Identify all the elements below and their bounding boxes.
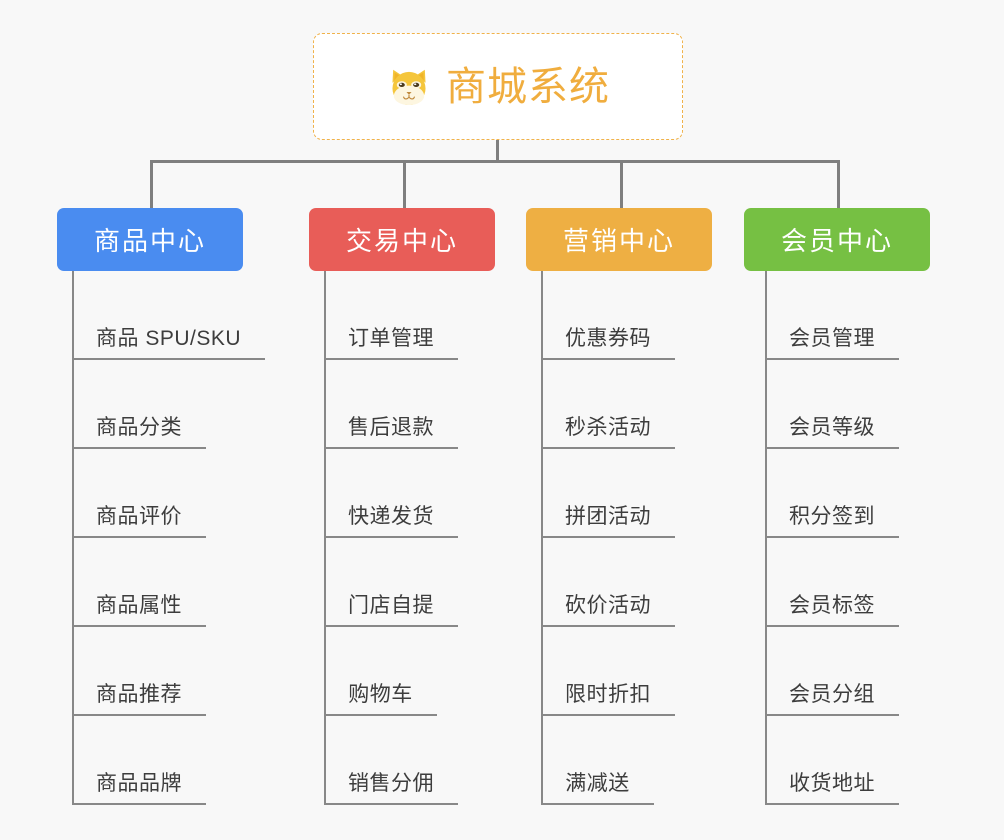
leaf-item[interactable]: 会员分组 — [765, 627, 899, 716]
leaf-label: 收货地址 — [789, 772, 875, 795]
branch-column-1: 商品中心 商品 SPU/SKU 商品分类 商品评价 商品属性 商品推荐 商品品牌 — [57, 208, 265, 805]
leaf-label: 商品 SPU/SKU — [95, 327, 242, 350]
leaf-item[interactable]: 商品推荐 — [72, 627, 206, 716]
leaf-label: 会员等级 — [789, 416, 875, 439]
leaf-item[interactable]: 快递发货 — [324, 449, 458, 538]
leaf-item[interactable]: 订单管理 — [324, 271, 458, 360]
leaf-item[interactable]: 商品分类 — [72, 360, 206, 449]
leaf-label: 商品分类 — [96, 416, 182, 439]
leaf-list-3: 优惠券码 秒杀活动 拼团活动 砍价活动 限时折扣 满减送 — [526, 271, 712, 805]
leaf-item[interactable]: 拼团活动 — [541, 449, 675, 538]
connector-drop-4 — [837, 160, 840, 208]
leaf-label: 拼团活动 — [565, 505, 651, 528]
leaf-list-1: 商品 SPU/SKU 商品分类 商品评价 商品属性 商品推荐 商品品牌 — [57, 271, 265, 805]
leaf-item[interactable]: 会员管理 — [765, 271, 899, 360]
leaf-item[interactable]: 优惠券码 — [541, 271, 675, 360]
leaf-item[interactable]: 商品品牌 — [72, 716, 206, 805]
branch-column-3: 营销中心 优惠券码 秒杀活动 拼团活动 砍价活动 限时折扣 满减送 — [526, 208, 712, 805]
branch-label-4: 会员中心 — [780, 226, 893, 256]
leaf-item[interactable]: 商品评价 — [72, 449, 206, 538]
connector-drop-1 — [150, 160, 153, 208]
branch-column-2: 交易中心 订单管理 售后退款 快递发货 门店自提 购物车 销售分佣 — [309, 208, 495, 805]
leaf-item[interactable]: 会员标签 — [765, 538, 899, 627]
leaf-label: 销售分佣 — [348, 772, 434, 795]
leaf-label: 门店自提 — [348, 594, 434, 617]
leaf-spine-2 — [324, 271, 326, 805]
leaf-item[interactable]: 商品属性 — [72, 538, 206, 627]
leaf-label: 商品属性 — [96, 594, 182, 617]
branch-box-1[interactable]: 商品中心 — [57, 208, 243, 271]
leaf-label: 商品评价 — [96, 505, 182, 528]
leaf-item[interactable]: 门店自提 — [324, 538, 458, 627]
root-title: 商城系统 — [446, 64, 610, 109]
leaf-item[interactable]: 砍价活动 — [541, 538, 675, 627]
branch-label-3: 营销中心 — [562, 226, 675, 256]
leaf-label: 购物车 — [348, 683, 413, 706]
connector-drop-3 — [620, 160, 623, 208]
leaf-item[interactable]: 商品 SPU/SKU — [72, 271, 265, 360]
root-node[interactable]: 商城系统 — [313, 33, 683, 140]
leaf-label: 会员分组 — [789, 683, 875, 706]
leaf-label: 商品推荐 — [96, 683, 182, 706]
branch-box-2[interactable]: 交易中心 — [309, 208, 495, 271]
leaf-label: 商品品牌 — [96, 772, 182, 795]
leaf-item[interactable]: 购物车 — [324, 627, 437, 716]
leaf-item[interactable]: 满减送 — [541, 716, 654, 805]
leaf-item[interactable]: 售后退款 — [324, 360, 458, 449]
branch-column-4: 会员中心 会员管理 会员等级 积分签到 会员标签 会员分组 收货地址 — [744, 208, 930, 805]
leaf-item[interactable]: 销售分佣 — [324, 716, 458, 805]
leaf-label: 会员标签 — [789, 594, 875, 617]
leaf-item[interactable]: 秒杀活动 — [541, 360, 675, 449]
leaf-label: 秒杀活动 — [565, 416, 651, 439]
leaf-list-2: 订单管理 售后退款 快递发货 门店自提 购物车 销售分佣 — [309, 271, 495, 805]
leaf-label: 限时折扣 — [565, 683, 651, 706]
connector-drop-2 — [403, 160, 406, 208]
branch-box-3[interactable]: 营销中心 — [526, 208, 712, 271]
leaf-label: 优惠券码 — [565, 327, 651, 350]
leaf-label: 会员管理 — [789, 327, 875, 350]
leaf-label: 订单管理 — [348, 327, 434, 350]
leaf-item[interactable]: 收货地址 — [765, 716, 899, 805]
leaf-label: 积分签到 — [789, 505, 875, 528]
leaf-spine-4 — [765, 271, 767, 805]
leaf-spine-1 — [72, 271, 74, 805]
leaf-label: 砍价活动 — [565, 594, 651, 617]
connector-horizontal-bar — [150, 160, 840, 163]
leaf-item[interactable]: 限时折扣 — [541, 627, 675, 716]
leaf-item[interactable]: 积分签到 — [765, 449, 899, 538]
leaf-label: 售后退款 — [348, 416, 434, 439]
leaf-label: 满减送 — [565, 772, 630, 795]
leaf-label: 快递发货 — [348, 505, 434, 528]
branch-label-2: 交易中心 — [345, 226, 458, 256]
leaf-list-4: 会员管理 会员等级 积分签到 会员标签 会员分组 收货地址 — [744, 271, 930, 805]
leaf-item[interactable]: 会员等级 — [765, 360, 899, 449]
branch-label-1: 商品中心 — [93, 226, 206, 256]
shiba-dog-icon — [392, 69, 426, 105]
leaf-spine-3 — [541, 271, 543, 805]
connector-root-stem — [496, 140, 499, 163]
branch-box-4[interactable]: 会员中心 — [744, 208, 930, 271]
